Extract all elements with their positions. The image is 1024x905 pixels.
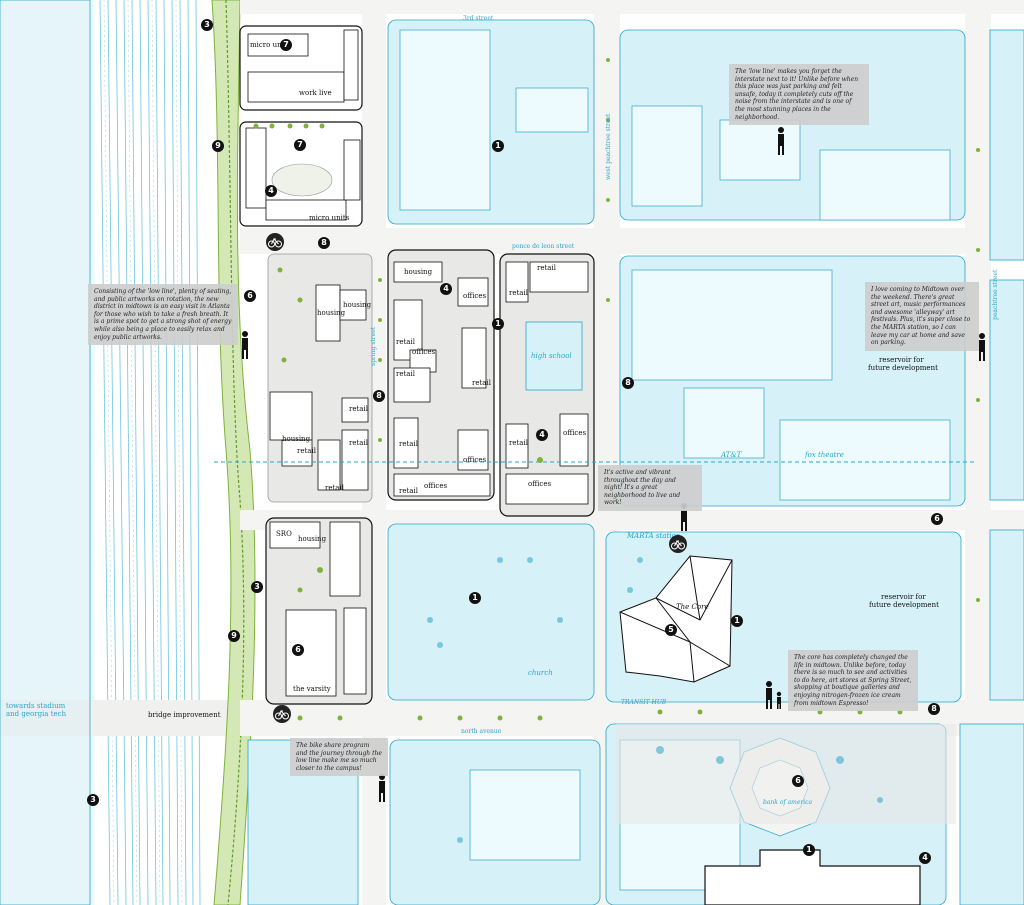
- label-bridge: bridge improvement: [148, 711, 221, 719]
- label-work-live: work live: [299, 89, 332, 97]
- marker-6: 6: [292, 644, 304, 656]
- marker-8: 8: [318, 237, 330, 249]
- note-vibrant: It's active and vibrant throughout the d…: [598, 465, 702, 511]
- label-west-peachtree: west peachtree street: [605, 113, 612, 180]
- marker-6: 6: [244, 290, 256, 302]
- label-retail: retail: [396, 338, 415, 346]
- interstate: [95, 0, 225, 905]
- label-housing: housing: [343, 301, 372, 309]
- label-retail: retail: [509, 289, 528, 297]
- label-high-school: high school: [531, 352, 572, 360]
- label-georgia-tech: and georgia tech: [6, 710, 67, 718]
- label-housing: housing: [298, 535, 327, 543]
- label-spring-street: spring street: [370, 326, 377, 366]
- note-core-changed: The core has completely changed the life…: [788, 650, 918, 712]
- bridge: [0, 700, 260, 736]
- note-low-line: The 'low line' makes you forget the inte…: [729, 64, 869, 126]
- marker-5: 5: [665, 624, 677, 636]
- label-reservoir-1b: future development: [868, 364, 938, 372]
- label-retail: retail: [325, 484, 344, 492]
- note-love-midtown: I love coming to Midtown over the weeken…: [865, 282, 979, 351]
- label-offices: offices: [463, 292, 487, 300]
- marker-3: 3: [87, 794, 99, 806]
- label-retail: retail: [349, 405, 368, 413]
- marker-7: 7: [280, 39, 292, 51]
- marker-4: 4: [536, 429, 548, 441]
- marker-3: 3: [251, 581, 263, 593]
- label-fox-theatre: fox theatre: [805, 451, 844, 459]
- label-bank-of-america: bank of america: [763, 799, 813, 806]
- label-housing: housing: [282, 435, 311, 443]
- label-retail: retail: [396, 370, 415, 378]
- label-north-avenue: north avenue: [461, 728, 502, 735]
- label-offices: offices: [424, 482, 448, 490]
- label-retail: retail: [399, 440, 418, 448]
- marker-8: 8: [622, 377, 634, 389]
- label-offices: offices: [412, 348, 436, 356]
- label-transit-hub: TRANSIT HUB: [621, 699, 667, 706]
- bike-share-icon: [669, 535, 687, 553]
- label-the-core: The Core: [676, 603, 709, 611]
- marker-4: 4: [919, 852, 931, 864]
- marker-8: 8: [928, 703, 940, 715]
- label-peachtree: peachtree street: [992, 269, 999, 320]
- marker-1: 1: [492, 318, 504, 330]
- label-reservoir-2a: reservoir for: [881, 593, 926, 601]
- label-retail: retail: [509, 439, 528, 447]
- marker-8: 8: [373, 390, 385, 402]
- label-retail: retail: [297, 447, 316, 455]
- label-micro-units: micro units: [309, 214, 350, 222]
- bike-share-icon: [273, 705, 291, 723]
- marker-1: 1: [731, 615, 743, 627]
- label-offices: offices: [463, 456, 487, 464]
- marker-3: 3: [201, 19, 213, 31]
- marker-9: 9: [212, 140, 224, 152]
- marker-6: 6: [931, 513, 943, 525]
- label-ponce-de-leon: ponce de leon street: [512, 243, 575, 250]
- marker-4: 4: [440, 283, 452, 295]
- note-bike-share: The bike share program and the journey t…: [290, 738, 388, 777]
- person-icon: [379, 774, 385, 802]
- label-third-street: 3rd street: [463, 15, 494, 22]
- people-group-icon: [766, 681, 782, 709]
- marker-1: 1: [803, 844, 815, 856]
- marker-9: 9: [228, 630, 240, 642]
- bike-share-icon: [266, 233, 284, 251]
- label-reservoir-1a: reservoir for: [879, 356, 924, 364]
- label-the-varsity: the varsity: [293, 685, 331, 693]
- label-reservoir-2b: future development: [869, 601, 939, 609]
- label-sro: SRO: [276, 530, 292, 538]
- label-housing: housing: [404, 268, 433, 276]
- marker-1: 1: [492, 140, 504, 152]
- label-retail: retail: [399, 487, 418, 495]
- marker-4: 4: [265, 185, 277, 197]
- marker-1: 1: [469, 592, 481, 604]
- label-retail: retail: [349, 439, 368, 447]
- label-marta: MARTA station: [627, 532, 681, 540]
- label-offices: offices: [563, 429, 587, 437]
- person-icon: [778, 127, 784, 155]
- label-towards-stadium: towards stadium: [6, 702, 66, 710]
- label-retail: retail: [537, 264, 556, 272]
- label-retail: retail: [472, 379, 491, 387]
- person-icon: [242, 331, 248, 359]
- label-church: church: [528, 669, 553, 677]
- marker-6: 6: [792, 775, 804, 787]
- marker-7: 7: [294, 139, 306, 151]
- the-core: [619, 555, 733, 683]
- label-micro-units: micro units: [250, 41, 291, 49]
- person-icon: [979, 333, 985, 361]
- note-consisting: Consisting of the 'low line', plenty of …: [88, 284, 238, 346]
- label-offices: offices: [528, 480, 552, 488]
- label-att: AT&T: [721, 451, 742, 459]
- label-housing: housing: [317, 309, 346, 317]
